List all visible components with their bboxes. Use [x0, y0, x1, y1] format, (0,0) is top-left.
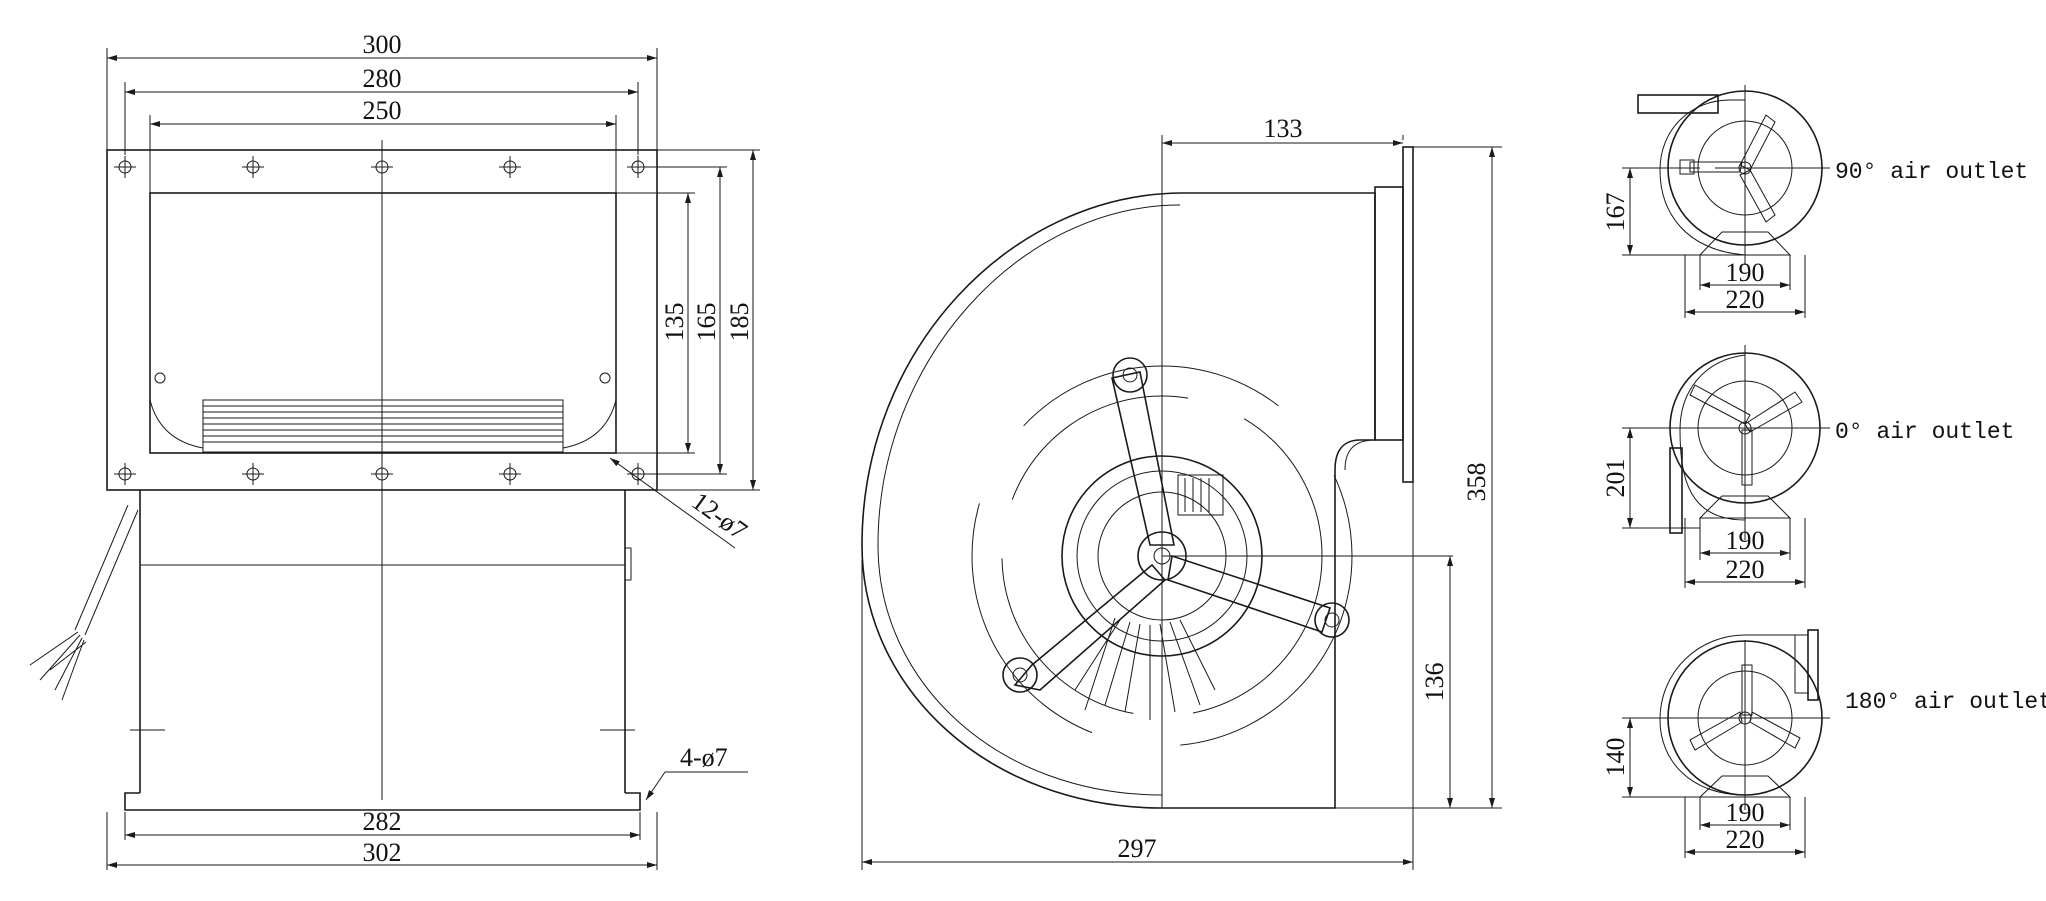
dim-height-358: 358 [1462, 463, 1491, 502]
dim-width-282: 282 [363, 807, 402, 836]
dim-inner-190-c: 190 [1726, 798, 1765, 827]
dim-width-297: 297 [1118, 834, 1157, 863]
dim-outer-220-a: 220 [1726, 285, 1765, 314]
dim-height-201: 201 [1601, 459, 1630, 498]
spider-arm-right [1167, 554, 1332, 634]
scroll-housing [861, 192, 1376, 809]
dim-outer-220-b: 220 [1726, 555, 1765, 584]
dim-height-185: 185 [725, 303, 754, 342]
label-180-outlet: 180° air outlet [1845, 689, 2046, 715]
cable [74, 504, 139, 636]
outlet-variant-180: 140 190 220 180° air outlet [1601, 629, 2046, 858]
dim-height-135: 135 [660, 303, 689, 342]
outlet-opening [149, 192, 617, 454]
dim-outer-220-c: 220 [1726, 825, 1765, 854]
outlet-variant-0: 201 190 220 0° air outlet [1601, 345, 2014, 588]
motor-wires [1074, 617, 1216, 720]
dim-height-140: 140 [1601, 738, 1630, 777]
spider-arm-left [1013, 563, 1167, 691]
dim-width-133: 133 [1264, 114, 1303, 143]
dim-width-302: 302 [363, 838, 402, 867]
label-90-outlet: 90° air outlet [1835, 159, 2028, 185]
front-view: 300 280 250 135 165 185 12-ø7 4-ø7 282 3… [29, 30, 760, 870]
label-0-outlet: 0° air outlet [1835, 419, 2014, 445]
dim-inner-190-b: 190 [1726, 526, 1765, 555]
outlet-flange [1402, 146, 1414, 483]
impeller [202, 399, 564, 453]
dim-width-250: 250 [363, 96, 402, 125]
mounting-feet [124, 792, 641, 811]
dim-height-136: 136 [1420, 663, 1449, 702]
dim-width-300: 300 [363, 30, 402, 59]
outlet-variant-90: 167 190 220 90° air outlet [1601, 85, 2028, 318]
dim-height-167: 167 [1601, 193, 1630, 232]
side-view: 133 358 136 297 [861, 114, 1502, 870]
hole-note-4: 4-ø7 [680, 743, 728, 772]
dim-inner-190-a: 190 [1726, 258, 1765, 287]
dim-width-280: 280 [363, 64, 402, 93]
spider-arm-top [1111, 371, 1175, 546]
dim-height-165: 165 [692, 303, 721, 342]
